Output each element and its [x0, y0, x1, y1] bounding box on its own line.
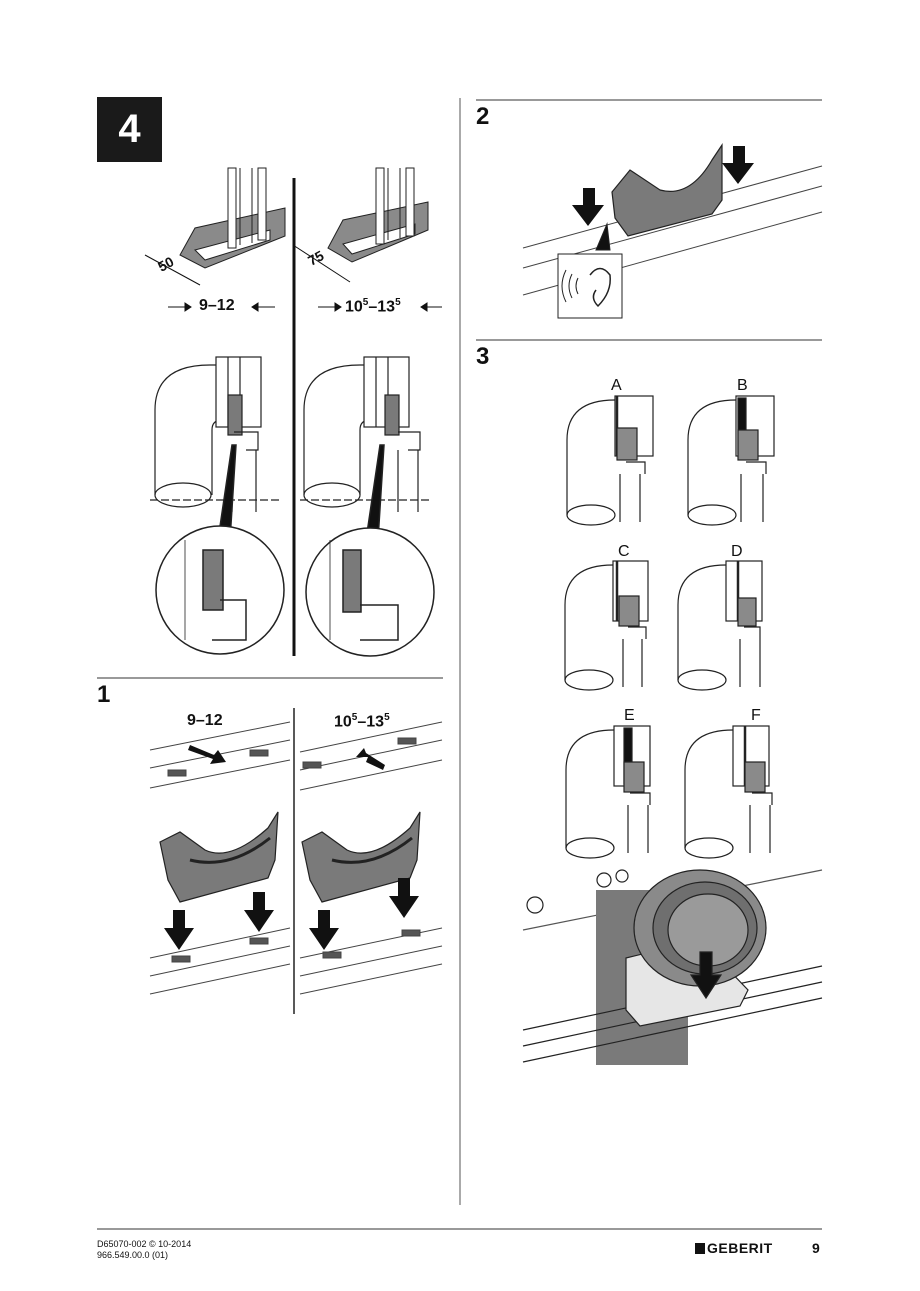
footer-doc-info: D65070-002 © 10-2014 966.549.00.0 (01)	[97, 1239, 191, 1261]
arrow-left-small	[356, 748, 385, 770]
step-1-number: 1	[97, 681, 111, 708]
bracket-left	[159, 811, 279, 903]
variant-elbow-d	[677, 560, 763, 691]
variant-elbow-a	[566, 395, 654, 526]
rail-bottom	[149, 927, 443, 995]
step-4-box: 4	[97, 97, 162, 162]
detail-circle-left	[155, 444, 285, 655]
elbow-left	[150, 356, 280, 512]
brand-name: GEBERIT	[707, 1240, 773, 1256]
arrow-right-small	[188, 745, 226, 764]
step-2-number: 2	[476, 103, 490, 130]
page-number: 9	[812, 1240, 820, 1256]
range-label-10-13: 105–135	[345, 297, 401, 316]
elbow-right	[300, 356, 430, 512]
wall-profile-right	[327, 167, 429, 263]
step1-range-10-13: 105–135	[334, 712, 390, 731]
range-label-9-12: 9–12	[199, 297, 235, 314]
variant-label-d: D	[731, 543, 743, 560]
brand-logo: GEBERIT	[695, 1240, 773, 1256]
detail-circle-right	[305, 444, 435, 657]
bracket-step2	[611, 143, 723, 237]
dimension-arrows	[144, 244, 442, 312]
large-assembly	[522, 869, 823, 1065]
wall-profile-left	[179, 167, 286, 269]
variant-elbow-b	[687, 395, 775, 526]
step-3-number: 3	[476, 343, 490, 370]
variant-label-c: C	[618, 543, 630, 560]
down-arrows-step1	[164, 878, 419, 950]
variant-label-a: A	[611, 377, 622, 394]
step1-range-9-12: 9–12	[187, 712, 223, 729]
variant-elbow-f	[684, 725, 773, 859]
rail-top-right	[299, 721, 443, 791]
variant-elbow-e	[565, 725, 651, 859]
brand-square-icon	[695, 1242, 705, 1254]
variant-label-f: F	[751, 707, 761, 724]
variant-elbow-c	[564, 560, 649, 691]
bracket-right	[301, 811, 421, 903]
variant-label-e: E	[624, 707, 635, 724]
part-number: 966.549.00.0 (01)	[97, 1250, 169, 1260]
ear-callout	[557, 222, 623, 319]
variant-label-b: B	[737, 377, 748, 394]
doc-code: D65070-002 © 10-2014	[97, 1239, 192, 1249]
down-arrows-step2	[572, 146, 754, 226]
variant-elbows	[564, 395, 775, 859]
